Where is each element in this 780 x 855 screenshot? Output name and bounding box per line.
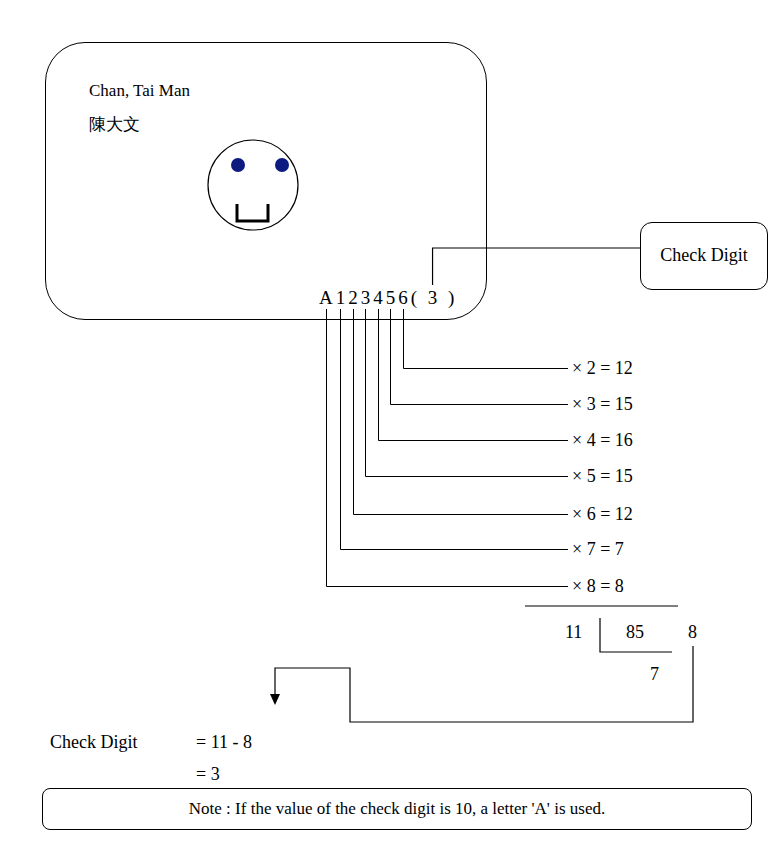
leader-line xyxy=(404,309,569,369)
formula-label: = 11 - 8 xyxy=(196,732,252,752)
text-holder: A123456( 3 ) xyxy=(319,287,457,310)
label-holder: = 3 xyxy=(196,764,220,784)
face-mouth xyxy=(237,204,268,221)
formula-label: = 3 xyxy=(196,764,220,784)
label-holder: = 11 - 8 xyxy=(196,732,252,752)
result-label: Check Digit xyxy=(50,732,138,752)
callout-line xyxy=(433,248,640,285)
label-holder: × 6 = 12 xyxy=(572,504,633,524)
face-outline xyxy=(208,140,298,230)
label-holder: Check Digit xyxy=(50,732,138,752)
label-holder: × 3 = 15 xyxy=(572,394,633,414)
remainder-number: 8 xyxy=(688,622,697,642)
product-label: × 2 = 12 xyxy=(572,358,633,378)
callout-box: Check Digit xyxy=(640,222,768,290)
product-label: × 4 = 16 xyxy=(572,430,633,450)
leader-line xyxy=(341,309,569,550)
label-holder: 7 xyxy=(650,664,659,684)
label-holder: × 2 = 12 xyxy=(572,358,633,378)
quotient-number: 7 xyxy=(650,664,659,684)
leader-line xyxy=(354,309,569,515)
id-number: A123456( 3 ) xyxy=(319,287,457,310)
leader-line xyxy=(366,309,569,477)
divisor-number: 11 xyxy=(565,622,582,642)
note-box: Note : If the value of the check digit i… xyxy=(42,788,752,830)
note-text: Note : If the value of the check digit i… xyxy=(189,799,605,819)
remainder-arrow xyxy=(275,646,693,722)
sum-number: 85 xyxy=(626,622,644,642)
arrow-head xyxy=(270,694,280,705)
leader-line xyxy=(327,309,569,587)
label-holder: × 5 = 15 xyxy=(572,466,633,486)
chinese-name: 陳大文 xyxy=(89,115,140,135)
label-holder: 8 xyxy=(688,622,697,642)
label-holder: × 8 = 8 xyxy=(572,576,624,596)
sum-line xyxy=(525,605,678,606)
face-eye xyxy=(231,158,245,172)
label-holder: 11 xyxy=(565,622,582,642)
product-label: × 8 = 8 xyxy=(572,576,624,596)
label-holder: 85 xyxy=(626,622,644,642)
label-holder: × 4 = 16 xyxy=(572,430,633,450)
leader-line xyxy=(379,309,569,441)
product-label: × 3 = 15 xyxy=(572,394,633,414)
product-label: × 6 = 12 xyxy=(572,504,633,524)
division-bracket xyxy=(600,618,672,652)
callout-text: Check Digit xyxy=(660,245,748,267)
product-label: × 5 = 15 xyxy=(572,466,633,486)
product-label: × 7 = 7 xyxy=(572,539,624,559)
english-name: Chan, Tai Man xyxy=(89,81,190,101)
leader-line xyxy=(391,309,569,405)
text-holder: 陳大文 xyxy=(89,115,140,135)
face-eye xyxy=(275,158,289,172)
id-card: Chan, Tai Man 陳大文 A123456( 3 ) xyxy=(45,42,487,320)
label-holder: × 7 = 7 xyxy=(572,539,624,559)
text-holder: Chan, Tai Man xyxy=(89,81,190,101)
